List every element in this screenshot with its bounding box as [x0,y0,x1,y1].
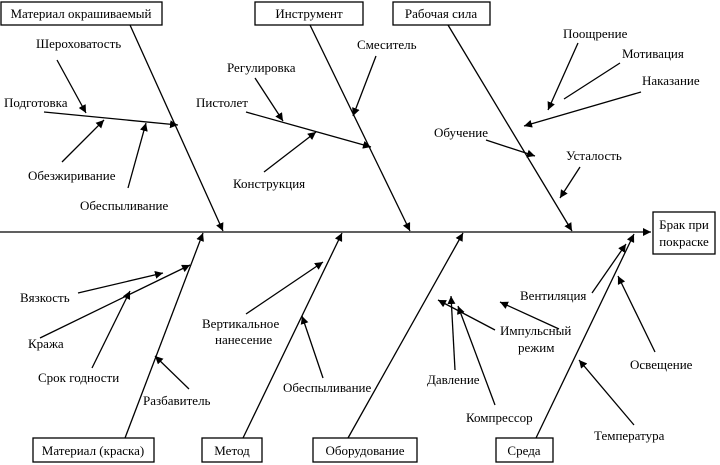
category-tool: Инструмент Регулировка Смеситель Пистоле… [196,1,417,232]
cause-vertical-line1: Вертикальное [202,316,279,331]
category-material-painted: Материал окрашиваемый Шероховатость Подг… [0,1,224,232]
cause-pressure: Давление [427,372,480,387]
cause-design: Конструкция [233,176,305,191]
category-method: Метод Вертикальное нанесение Обеспыливан… [201,232,371,463]
cause-temperature: Температура [594,428,665,443]
cause-motivation: Мотивация [622,46,684,61]
cause-dedusting-bottom: Обеспыливание [283,380,371,395]
category-label: Инструмент [275,6,343,21]
cause-shelf-life: Срок годности [38,370,119,385]
cause-degreasing: Обезжиривание [28,168,116,183]
cause-theft: Кража [28,336,64,351]
cause-pulse-line1: Импульсный [500,323,571,338]
cause-pulse-line2: режим [518,340,554,355]
cause-thinner: Разбавитель [143,393,211,408]
cause-preparation: Подготовка [4,95,68,110]
category-label: Рабочая сила [405,6,478,21]
cause-adjustment: Регулировка [227,60,296,75]
cause-mixer: Смеситель [357,37,417,52]
cause-vertical-line2: нанесение [215,332,272,347]
cause-ventilation: Вентиляция [520,288,586,303]
cause-dedusting-top: Обеспыливание [80,198,168,213]
effect-label-line2: покраске [659,234,709,249]
cause-compressor: Компрессор [466,410,533,425]
category-material-paint: Материал (краска) Вязкость Кража Срок го… [20,232,211,463]
category-label: Среда [507,443,540,458]
effect-box: Брак при покраске [652,211,716,255]
cause-encouragement: Поощрение [563,26,628,41]
category-label: Оборудование [325,443,404,458]
cause-viscosity: Вязкость [20,290,70,305]
cause-fatigue: Усталость [566,148,622,163]
category-environment: Среда Вентиляция Температура Освещение [495,233,693,463]
cause-roughness: Шероховатость [36,36,121,51]
preparation-branch [43,111,179,129]
category-label: Материал (краска) [42,443,144,458]
cause-gun: Пистолет [196,95,248,110]
effect-label-line1: Брак при [659,217,709,232]
category-equipment: Оборудование Давление Импульсный режим К… [312,232,571,463]
cause-punishment: Наказание [642,73,700,88]
category-workforce: Рабочая сила Поощрение Мотивация Наказан… [392,1,700,232]
category-label: Метод [214,443,250,458]
cause-training: Обучение [434,125,488,140]
category-label: Материал окрашиваемый [10,6,151,21]
gun-branch [245,111,372,149]
cause-lighting: Освещение [630,357,693,372]
